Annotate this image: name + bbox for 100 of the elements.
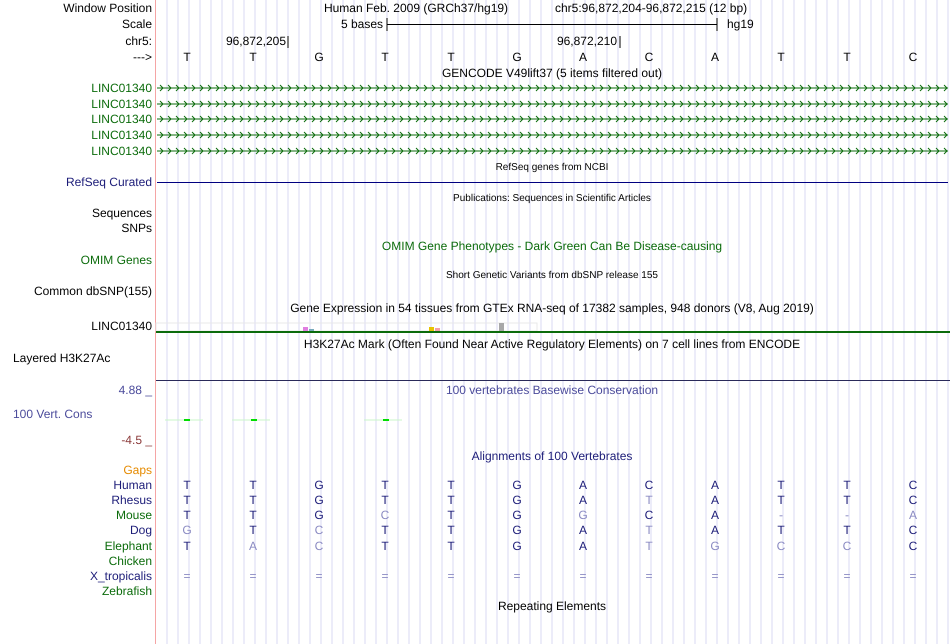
alignment-base: A	[711, 478, 719, 492]
base-letter: T	[777, 50, 785, 64]
alignment-base: A	[711, 493, 719, 507]
position-number: 96,872,205	[226, 34, 286, 48]
scale-label: 5 bases	[340, 17, 383, 31]
alignment-base: T	[843, 478, 851, 492]
alignment-base: G	[512, 508, 522, 522]
alignment-base: C	[776, 539, 786, 553]
base-letter: T	[447, 50, 455, 64]
track-title: Short Genetic Variants from dbSNP release 155	[446, 269, 658, 283]
alignment-base: T	[249, 478, 257, 492]
track-label: Scale	[122, 17, 152, 31]
alignment-base: C	[644, 508, 654, 522]
track-title: RefSeq genes from NCBI	[496, 161, 608, 175]
alignment-base: T	[249, 523, 257, 537]
track-label: Common dbSNP(155)	[34, 284, 152, 298]
gap-mark: =	[448, 569, 454, 583]
alignment-base: T	[183, 508, 191, 522]
species-label: Zebrafish	[102, 584, 152, 598]
alignment-base: -	[845, 508, 849, 522]
track-title: H3K27Ac Mark (Often Found Near Active Regulatory Elements) on 7 cell lines from ENCODE	[304, 337, 800, 351]
alignment-base: A	[711, 523, 719, 537]
species-label: Elephant	[104, 539, 152, 553]
alignment-base: C	[842, 539, 852, 553]
track-label: 100 Vert. Cons	[13, 407, 92, 421]
track-label: Window Position	[63, 1, 152, 15]
position-number: 96,872,210	[556, 34, 617, 48]
alignment-base: G	[314, 493, 324, 507]
track-label: OMIM Genes	[80, 253, 152, 267]
alignment-base: G	[182, 523, 192, 537]
base-letter: T	[249, 50, 257, 64]
gap-mark: =	[712, 569, 718, 583]
alignment-base: G	[710, 539, 720, 553]
alignment-base: C	[908, 523, 918, 537]
alignment-base: G	[512, 478, 522, 492]
assembly-label: Human Feb. 2009 (GRCh37/hg19)	[324, 1, 508, 15]
alignment-base: T	[183, 539, 191, 553]
track-title: OMIM Gene Phenotypes - Dark Green Can Be Disease-causing	[382, 239, 722, 253]
track-label: Sequences	[92, 206, 152, 220]
alignment-base: T	[381, 523, 389, 537]
alignment-base: T	[381, 493, 389, 507]
alignment-base: T	[381, 539, 389, 553]
alignment-base: T	[645, 523, 653, 537]
gene-label: LINC01340	[91, 81, 152, 95]
gap-mark: =	[184, 569, 190, 583]
base-letter: T	[381, 50, 389, 64]
gap-mark: =	[382, 569, 388, 583]
species-label: Rhesus	[111, 493, 152, 507]
alignment-base: T	[843, 523, 851, 537]
alignment-base: T	[645, 493, 653, 507]
alignment-base: C	[908, 493, 918, 507]
gap-mark: =	[910, 569, 916, 583]
base-letter: G	[512, 50, 522, 64]
species-label: X_tropicalis	[90, 569, 152, 583]
alignment-base: T	[777, 523, 785, 537]
strand-label: --->	[133, 50, 152, 64]
track-title: 100 vertebrates Basewise Conservation	[446, 383, 658, 397]
alignment-base: T	[777, 478, 785, 492]
track-label: Gaps	[123, 463, 152, 477]
alignment-base: C	[908, 478, 918, 492]
alignment-base: A	[909, 508, 917, 522]
species-label: Chicken	[108, 554, 152, 568]
track-label: Layered H3K27Ac	[13, 351, 110, 365]
alignment-base: A	[579, 493, 587, 507]
track-label: chr5:	[125, 34, 152, 48]
base-letter: A	[711, 50, 719, 64]
alignment-base: T	[183, 493, 191, 507]
gene-label: LINC01340	[91, 319, 152, 333]
alignment-base: C	[314, 539, 324, 553]
alignment-base: -	[779, 508, 783, 522]
track-title: GENCODE V49lift37 (5 items filtered out)	[442, 66, 662, 80]
base-letter: T	[183, 50, 191, 64]
alignment-base: G	[512, 523, 522, 537]
alignment-base: T	[447, 508, 455, 522]
alignment-base: A	[579, 478, 587, 492]
base-letter: G	[314, 50, 324, 64]
alignment-base: T	[249, 493, 257, 507]
alignment-base: T	[249, 508, 257, 522]
gene-label: LINC01340	[91, 128, 152, 142]
alignment-base: G	[578, 508, 588, 522]
track-label: RefSeq Curated	[66, 175, 152, 189]
gene-label: LINC01340	[91, 144, 152, 158]
gap-mark: =	[778, 569, 784, 583]
base-letter: C	[644, 50, 654, 64]
alignment-base: T	[843, 493, 851, 507]
alignment-base: T	[381, 478, 389, 492]
alignment-base: T	[447, 493, 455, 507]
track-title: Alignments of 100 Vertebrates	[472, 449, 632, 463]
alignment-base: G	[314, 508, 324, 522]
alignment-base: C	[314, 523, 324, 537]
track-label: SNPs	[121, 221, 152, 235]
species-label: Dog	[130, 523, 152, 537]
alignment-base: G	[512, 539, 522, 553]
alignment-base: A	[249, 539, 257, 553]
alignment-base: T	[777, 493, 785, 507]
gap-mark: =	[580, 569, 586, 583]
alignment-base: C	[644, 478, 654, 492]
axis-value: -4.5 _	[121, 433, 152, 447]
gene-label: LINC01340	[91, 97, 152, 111]
track-title: Repeating Elements	[498, 599, 606, 613]
